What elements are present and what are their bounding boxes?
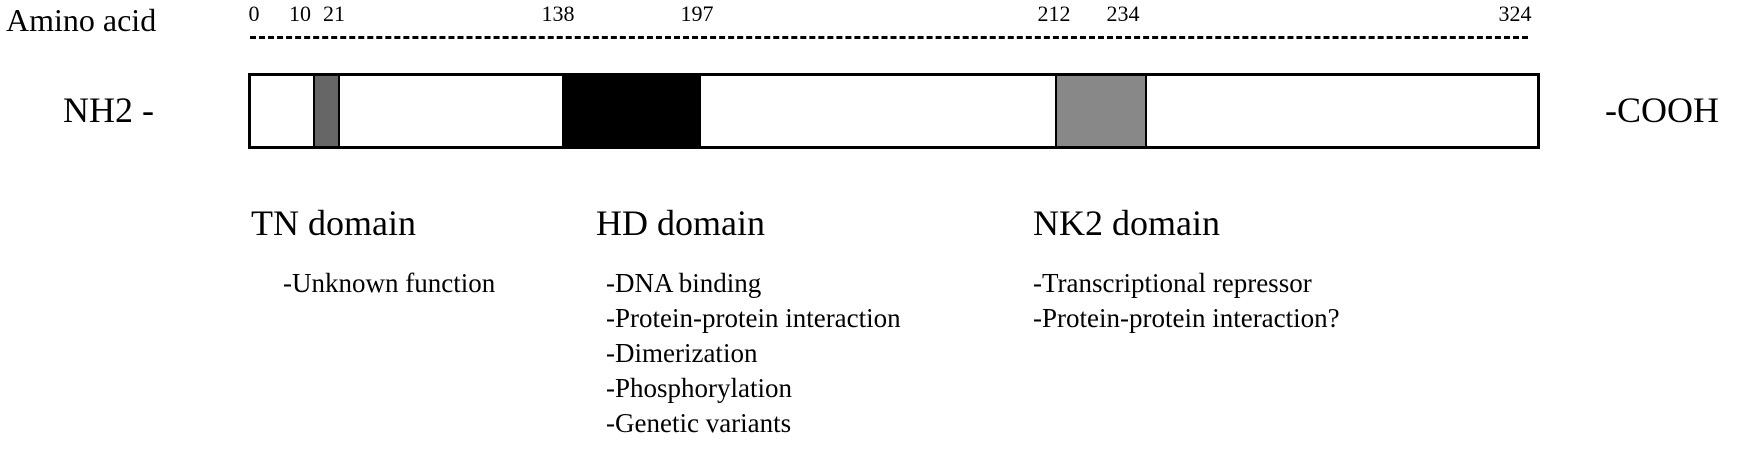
n-terminus-label: NH2 - [63,90,154,130]
function-item: -Transcriptional repressor [1033,268,1312,298]
axis-tick-324: 324 [1498,1,1532,26]
axis-tick-0: 0 [248,1,260,26]
axis-tick-138: 138 [541,1,575,26]
axis-tick-21: 21 [323,1,345,26]
function-item: -Genetic variants [606,408,792,438]
tn-domain-title: TN domain [251,203,416,243]
nk2-function-list: -Transcriptional repressor -Protein-prot… [1033,266,1340,336]
function-item: -DNA binding [606,268,762,298]
c-terminus-label: -COOH [1605,90,1719,130]
axis-tick-212: 212 [1037,1,1071,26]
axis-tick-197: 197 [680,1,714,26]
axis-tick-10: 10 [289,1,311,26]
axis-title: Amino acid [6,2,157,38]
hd-domain-title: HD domain [596,203,765,243]
function-item: -Unknown function [283,268,496,298]
nk2-domain-block [1055,76,1147,146]
tn-domain-block [313,76,340,146]
axis-dashed-line [250,36,1528,39]
function-item: -Protein-protein interaction [606,303,901,333]
tn-function-list: -Unknown function [283,266,495,301]
protein-bar [248,73,1540,149]
function-item: -Dimerization [606,338,758,368]
axis-tick-234: 234 [1106,1,1140,26]
function-item: -Protein-protein interaction? [1033,303,1340,333]
nk2-domain-title: NK2 domain [1033,203,1220,243]
function-item: -Phosphorylation [606,373,792,403]
hd-function-list: -DNA binding -Protein-protein interactio… [606,266,901,441]
hd-domain-block [562,76,701,146]
